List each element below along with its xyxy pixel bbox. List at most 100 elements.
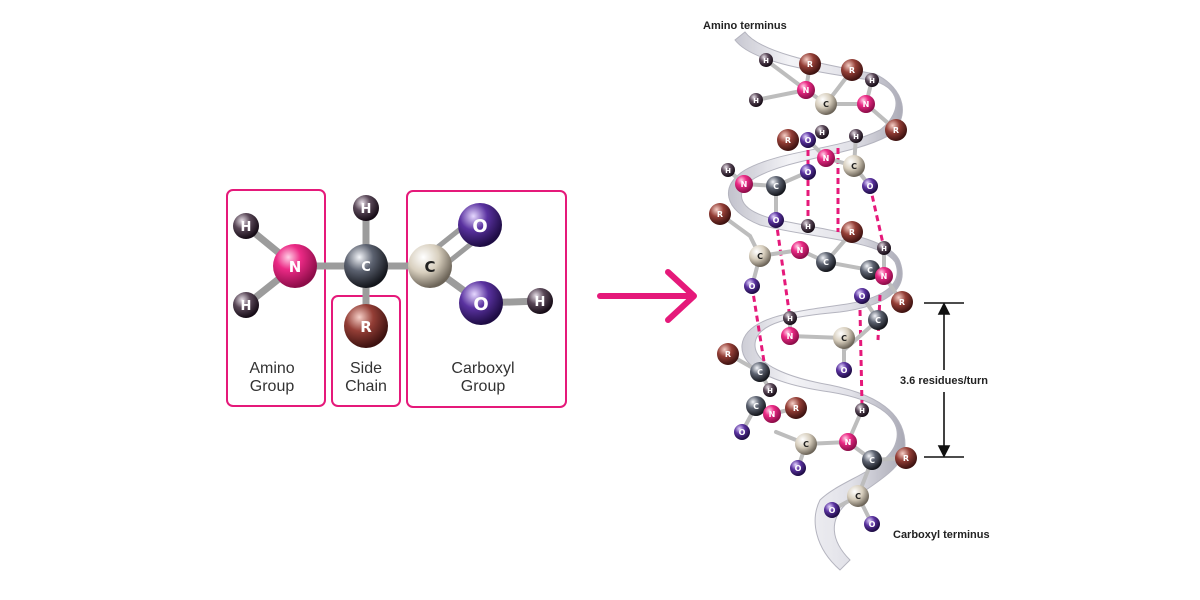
svg-text:N: N	[787, 332, 794, 341]
helix-atom-o: O	[854, 288, 870, 304]
svg-text:O: O	[773, 216, 780, 225]
svg-text:N: N	[797, 246, 804, 255]
svg-text:R: R	[849, 228, 855, 237]
svg-text:H: H	[853, 133, 859, 141]
atom-amino-h-bottom: H	[233, 292, 259, 318]
svg-text:O: O	[472, 216, 487, 237]
svg-text:C: C	[753, 402, 759, 411]
atom-amino-n: N	[273, 244, 317, 288]
helix-atom-o: O	[800, 132, 816, 148]
svg-text:C: C	[823, 100, 829, 109]
svg-text:C: C	[757, 368, 763, 377]
helix-atom-h: H	[783, 311, 797, 325]
helix-atom-r: R	[841, 59, 863, 81]
helix-atom-h: H	[877, 241, 891, 255]
svg-text:H: H	[725, 167, 731, 175]
helix-atom-c: C	[750, 362, 770, 382]
svg-text:N: N	[863, 100, 870, 109]
svg-text:C: C	[875, 316, 881, 325]
svg-text:C: C	[773, 182, 779, 191]
svg-text:H: H	[241, 299, 252, 314]
helix-atom-c: C	[843, 155, 865, 177]
amino-group-label-line2: Group	[250, 378, 295, 395]
amino-group-label-line1: Amino	[249, 360, 294, 377]
helix-atom-r: R	[799, 53, 821, 75]
svg-text:H: H	[869, 77, 875, 85]
amino-group-box	[226, 189, 326, 407]
svg-text:H: H	[819, 129, 825, 137]
helix-atom-n: N	[797, 81, 815, 99]
svg-text:R: R	[899, 298, 905, 307]
helix-atom-n: N	[817, 149, 835, 167]
svg-text:O: O	[867, 182, 874, 191]
svg-text:O: O	[805, 136, 812, 145]
helix-atom-h: H	[801, 219, 815, 233]
svg-text:C: C	[841, 334, 847, 343]
helix-atom-o: O	[824, 502, 840, 518]
svg-text:C: C	[867, 266, 873, 275]
svg-text:H: H	[787, 315, 793, 323]
helix-atom-r: R	[717, 343, 739, 365]
helix-atom-h: H	[855, 403, 869, 417]
svg-text:R: R	[849, 66, 855, 75]
helix-atom-r: R	[785, 397, 807, 419]
atom-carboxyl-o-hydroxyl: O	[459, 281, 503, 325]
residues-per-turn-bracket	[924, 302, 964, 458]
svg-text:R: R	[785, 136, 791, 145]
helix-atom-h: H	[849, 129, 863, 143]
helix-atom-n: N	[857, 95, 875, 113]
helix-atom-r: R	[709, 203, 731, 225]
helix-atom-h: H	[865, 73, 879, 87]
svg-text:N: N	[803, 86, 810, 95]
svg-text:O: O	[749, 282, 756, 291]
svg-text:H: H	[859, 407, 865, 415]
svg-text:O: O	[829, 506, 836, 515]
svg-text:R: R	[793, 404, 799, 413]
svg-text:R: R	[725, 350, 731, 359]
helix-atom-c: C	[766, 176, 786, 196]
atom-carboxyl-h: H	[527, 288, 553, 314]
helix-atom-o: O	[862, 178, 878, 194]
svg-text:C: C	[851, 162, 857, 171]
atom-amino-h-top: H	[233, 213, 259, 239]
helix-atom-o: O	[734, 424, 750, 440]
svg-text:O: O	[869, 520, 876, 529]
helix-atom-c: C	[746, 396, 766, 416]
svg-text:H: H	[805, 223, 811, 231]
helix-atom-h: H	[749, 93, 763, 107]
helix-atom-o: O	[864, 516, 880, 532]
helix-atom-h: H	[759, 53, 773, 67]
svg-text:R: R	[807, 60, 813, 69]
svg-text:O: O	[841, 366, 848, 375]
helix-atom-r: R	[895, 447, 917, 469]
atom-alpha-h: H	[353, 195, 379, 221]
atom-carboxyl-c: C	[408, 244, 452, 288]
svg-text:R: R	[903, 454, 909, 463]
carboxyl-group-box	[406, 190, 567, 408]
svg-text:R: R	[893, 126, 899, 135]
side-chain-label-line2: Chain	[345, 378, 387, 395]
svg-text:R: R	[360, 318, 372, 336]
carboxyl-terminus-label: Carboxyl terminus	[893, 529, 990, 541]
side-chain-label-line1: Side	[350, 360, 382, 377]
svg-text:N: N	[881, 272, 888, 281]
svg-text:N: N	[741, 180, 748, 189]
svg-text:N: N	[845, 438, 852, 447]
svg-text:H: H	[763, 57, 769, 65]
helix-atom-c: C	[847, 485, 869, 507]
svg-text:H: H	[767, 387, 773, 395]
svg-text:C: C	[803, 440, 809, 449]
svg-text:H: H	[535, 295, 546, 310]
helix-atom-c: C	[862, 450, 882, 470]
svg-text:C: C	[823, 258, 829, 267]
svg-text:N: N	[823, 154, 830, 163]
helix-atom-h: H	[815, 125, 829, 139]
amino-terminus-label: Amino terminus	[703, 20, 787, 32]
carboxyl-group-label-line2: Group	[461, 378, 506, 395]
helix-atom-o: O	[744, 278, 760, 294]
svg-text:O: O	[795, 464, 802, 473]
atom-alpha-c: C	[344, 244, 388, 288]
